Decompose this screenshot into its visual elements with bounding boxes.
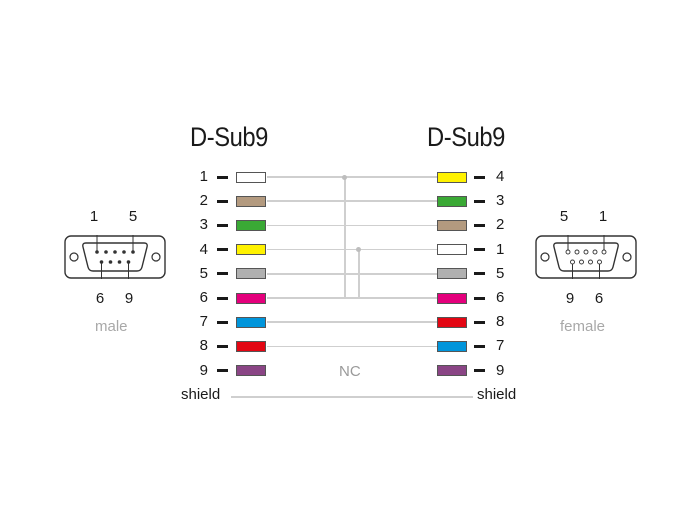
left-pin-number: 8	[199, 337, 208, 355]
right-pin-number: 1	[496, 240, 505, 258]
shield-wire	[231, 396, 473, 398]
left-pin-dash	[217, 248, 228, 252]
right-pin-dash	[474, 369, 485, 373]
left-wire-color-swatch	[236, 316, 266, 328]
right-wire-color-swatch	[437, 268, 467, 280]
right-pin-dash	[474, 199, 485, 203]
right-pin-number: 3	[496, 192, 505, 210]
right-pin-dash	[474, 175, 485, 179]
right-wire-color-swatch	[437, 292, 467, 304]
shield-label-right: shield	[477, 386, 517, 403]
female-pin-label-top-left: 5	[559, 208, 569, 225]
wire-line	[267, 273, 437, 275]
female-pin-label-bottom-left: 9	[565, 290, 575, 307]
right-pin-dash	[474, 223, 485, 227]
right-wire-color-swatch	[437, 219, 467, 231]
right-pin-number: 8	[496, 313, 505, 331]
left-wire-color-swatch	[236, 195, 266, 207]
left-wire-color-swatch	[236, 340, 266, 352]
male-pin-label-bottom-right: 9	[124, 290, 134, 307]
left-wire-color-swatch	[236, 292, 266, 304]
left-pin-dash	[217, 344, 228, 348]
wire-line	[267, 321, 437, 323]
right-pin-number: 9	[496, 361, 505, 379]
right-pin-dash	[474, 248, 485, 252]
left-pin-dash	[217, 199, 228, 203]
male-pin-label-top-right: 5	[128, 208, 138, 225]
left-wire-color-swatch	[236, 268, 266, 280]
right-wire-color-swatch	[437, 365, 467, 377]
left-pin-dash	[217, 320, 228, 324]
left-pin-number: 7	[199, 313, 208, 331]
wire-line	[267, 200, 437, 202]
cross-wire-vertical	[344, 177, 346, 298]
male-pin-label-bottom-left: 6	[95, 290, 105, 307]
right-wire-color-swatch	[437, 340, 467, 352]
left-connector-title: D-Sub9	[190, 122, 268, 152]
junction-dot	[342, 174, 347, 180]
wire-line	[267, 345, 437, 348]
male-pin-label-top-left: 1	[89, 208, 99, 225]
right-pin-number: 7	[496, 337, 505, 355]
left-wire-color-swatch	[236, 365, 266, 377]
left-wire-color-swatch	[236, 244, 266, 256]
male-dsub-icon	[64, 235, 166, 279]
left-wire-color-swatch	[236, 171, 266, 183]
left-pin-number: 2	[199, 192, 208, 210]
right-pin-dash	[474, 320, 485, 324]
right-wire-color-swatch	[437, 171, 467, 183]
right-connector-title: D-Sub9	[427, 122, 505, 152]
left-pin-dash	[217, 272, 228, 276]
right-pin-dash	[474, 272, 485, 276]
female-pin-label-bottom-right: 6	[594, 290, 604, 307]
left-pin-number: 6	[199, 289, 208, 306]
right-pin-dash	[474, 344, 485, 348]
left-pin-number: 9	[199, 361, 208, 379]
right-pin-dash	[474, 296, 485, 300]
wire-line	[267, 224, 437, 227]
right-pin-number: 4	[496, 168, 505, 185]
female-pin-label-top-right: 1	[598, 208, 608, 225]
left-pin-dash	[217, 175, 228, 179]
right-wire-color-swatch	[437, 195, 467, 207]
left-pin-number: 4	[199, 240, 208, 258]
wire-line	[267, 297, 437, 299]
junction-dot	[356, 247, 361, 253]
left-pin-number: 5	[199, 264, 208, 282]
right-wire-color-swatch	[437, 244, 467, 256]
right-pin-number: 6	[496, 289, 505, 306]
left-pin-number: 3	[199, 216, 208, 234]
female-label: female	[560, 318, 606, 335]
nc-label: NC	[339, 363, 361, 380]
left-pin-dash	[217, 223, 228, 227]
cross-wire-vertical	[358, 249, 360, 298]
wire-line	[267, 248, 437, 251]
wire-line	[267, 176, 437, 178]
shield-label-left: shield	[181, 386, 221, 403]
male-label: male	[95, 318, 128, 335]
left-pin-dash	[217, 296, 228, 300]
female-dsub-icon	[535, 235, 637, 279]
right-pin-number: 2	[496, 216, 505, 234]
right-pin-number: 5	[496, 264, 505, 282]
right-wire-color-swatch	[437, 316, 467, 328]
left-wire-color-swatch	[236, 219, 266, 231]
left-pin-dash	[217, 369, 228, 373]
left-pin-number: 1	[199, 168, 208, 185]
